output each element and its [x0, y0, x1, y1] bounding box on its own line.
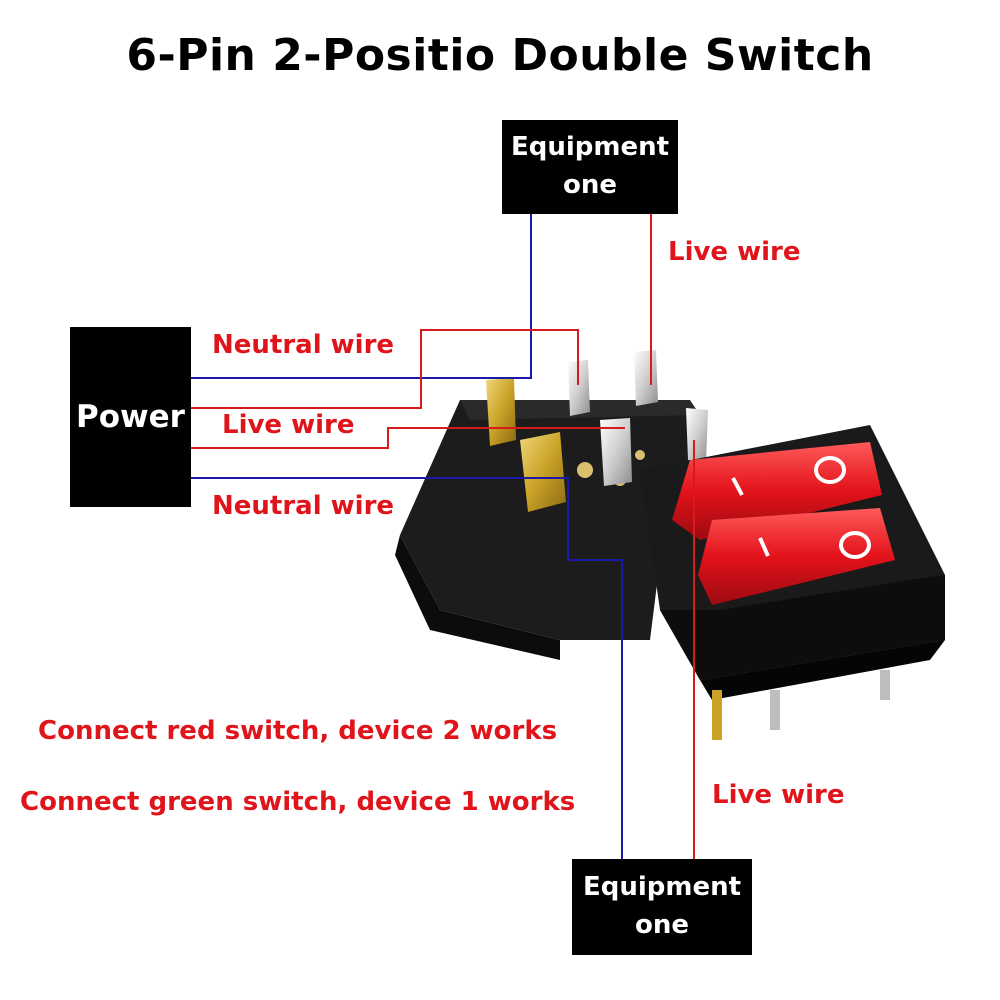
rocker-switch-upper[interactable]	[672, 442, 882, 540]
terminal-silver	[686, 408, 708, 462]
page-title: 6-Pin 2-Positio Double Switch	[126, 30, 874, 81]
live-wire-label: Live wire	[222, 410, 355, 440]
terminal-gold	[520, 432, 566, 512]
equipment-box-bottom: Equipment one	[572, 859, 752, 955]
live-wires	[191, 214, 695, 861]
terminal-silver	[634, 350, 658, 406]
equipment-label: Equipment	[582, 872, 742, 903]
equipment-label: Equipment	[510, 132, 670, 163]
equipment-box-top: Equipment one	[502, 120, 678, 214]
terminal-silver	[600, 418, 632, 486]
neutral-wires	[191, 214, 623, 861]
live-wire-label: Live wire	[712, 780, 845, 810]
instruction-red-switch: Connect red switch, device 2 works	[38, 716, 558, 746]
line-symbol-icon	[731, 477, 744, 496]
equipment-label: one	[562, 170, 617, 200]
instruction-green-switch: Connect green switch, device 1 works	[20, 787, 576, 817]
power-box: Power	[70, 327, 191, 507]
equipment-label: one	[634, 910, 689, 940]
rocker-switch-lower[interactable]	[698, 508, 895, 605]
terminal-gold	[486, 378, 516, 446]
circle-symbol-icon	[814, 456, 846, 484]
line-symbol-icon	[758, 537, 770, 557]
neutral-wire-label: Neutral wire	[212, 491, 395, 521]
circle-symbol-icon	[839, 531, 871, 559]
power-label: Power	[76, 398, 185, 435]
neutral-wire-label: Neutral wire	[212, 330, 395, 360]
switch-front	[640, 425, 945, 740]
live-wire-label: Live wire	[668, 237, 801, 267]
terminal-silver	[568, 360, 590, 416]
